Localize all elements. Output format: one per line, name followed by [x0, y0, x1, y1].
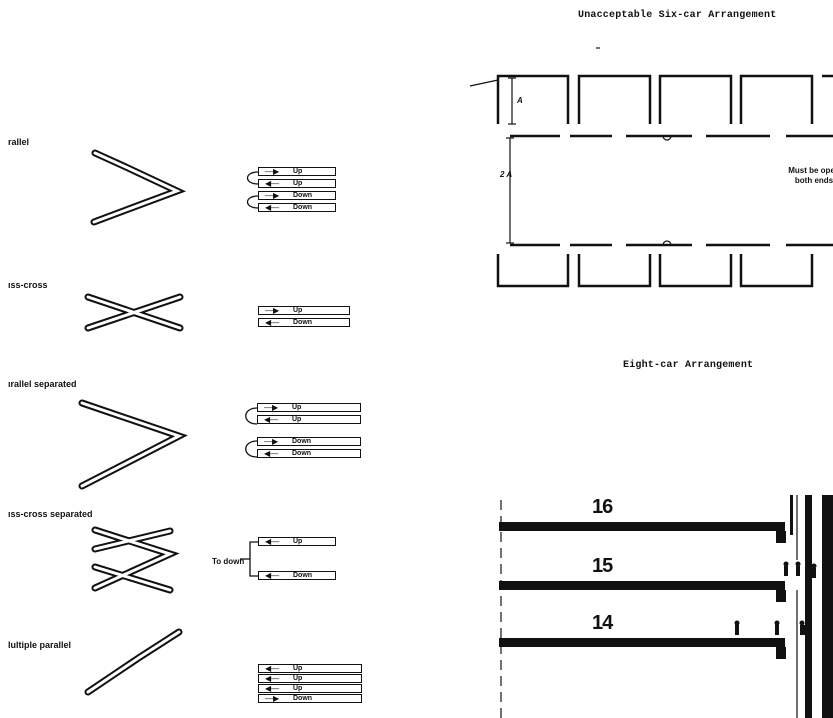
six-car-title: Unacceptable Six-car Arrangement: [578, 10, 777, 21]
lane-up: ◀—Up: [258, 537, 336, 546]
eight-car-title: Eight-car Arrangement: [623, 360, 754, 371]
multiple-parallel-label: lultiple parallel: [8, 640, 72, 650]
lane-down: —▶Down: [258, 191, 336, 200]
lane-up: —▶Up: [258, 306, 350, 315]
lane-down: —▶Down: [258, 694, 362, 703]
to-down-label: To down: [212, 557, 245, 566]
lane-up: ◀—Up: [258, 179, 336, 188]
open-ends-note: Must be open both ends: [788, 166, 833, 185]
floor-14-label: 14: [592, 612, 613, 634]
floor-15-label: 15: [592, 555, 613, 577]
lane-up: —▶Up: [258, 167, 336, 176]
lane-up: ◀—Up: [257, 415, 361, 424]
lane-up: —▶Up: [257, 403, 361, 412]
floor-16-label: 16: [592, 496, 613, 518]
lane-down: ◀—Down: [257, 449, 361, 458]
lane-up: ◀—Up: [258, 664, 362, 673]
dimension-a-label: A: [517, 96, 523, 105]
lane-down: ◀—Down: [258, 203, 336, 212]
parallel-label: rallel: [8, 137, 30, 147]
lane-down: ◀—Down: [258, 571, 336, 580]
crisscross-separated-label: ıss-cross separated: [8, 509, 93, 519]
lane-down: ◀—Down: [258, 318, 350, 327]
parallel-separated-label: ırallel separated: [8, 379, 77, 389]
dimension-2a-label: 2 A: [500, 170, 513, 179]
lane-up: ◀—Up: [258, 684, 362, 693]
crisscross-label: ıss-cross: [8, 280, 48, 290]
lane-up: ◀—Up: [258, 674, 362, 683]
lane-down: —▶Down: [257, 437, 361, 446]
